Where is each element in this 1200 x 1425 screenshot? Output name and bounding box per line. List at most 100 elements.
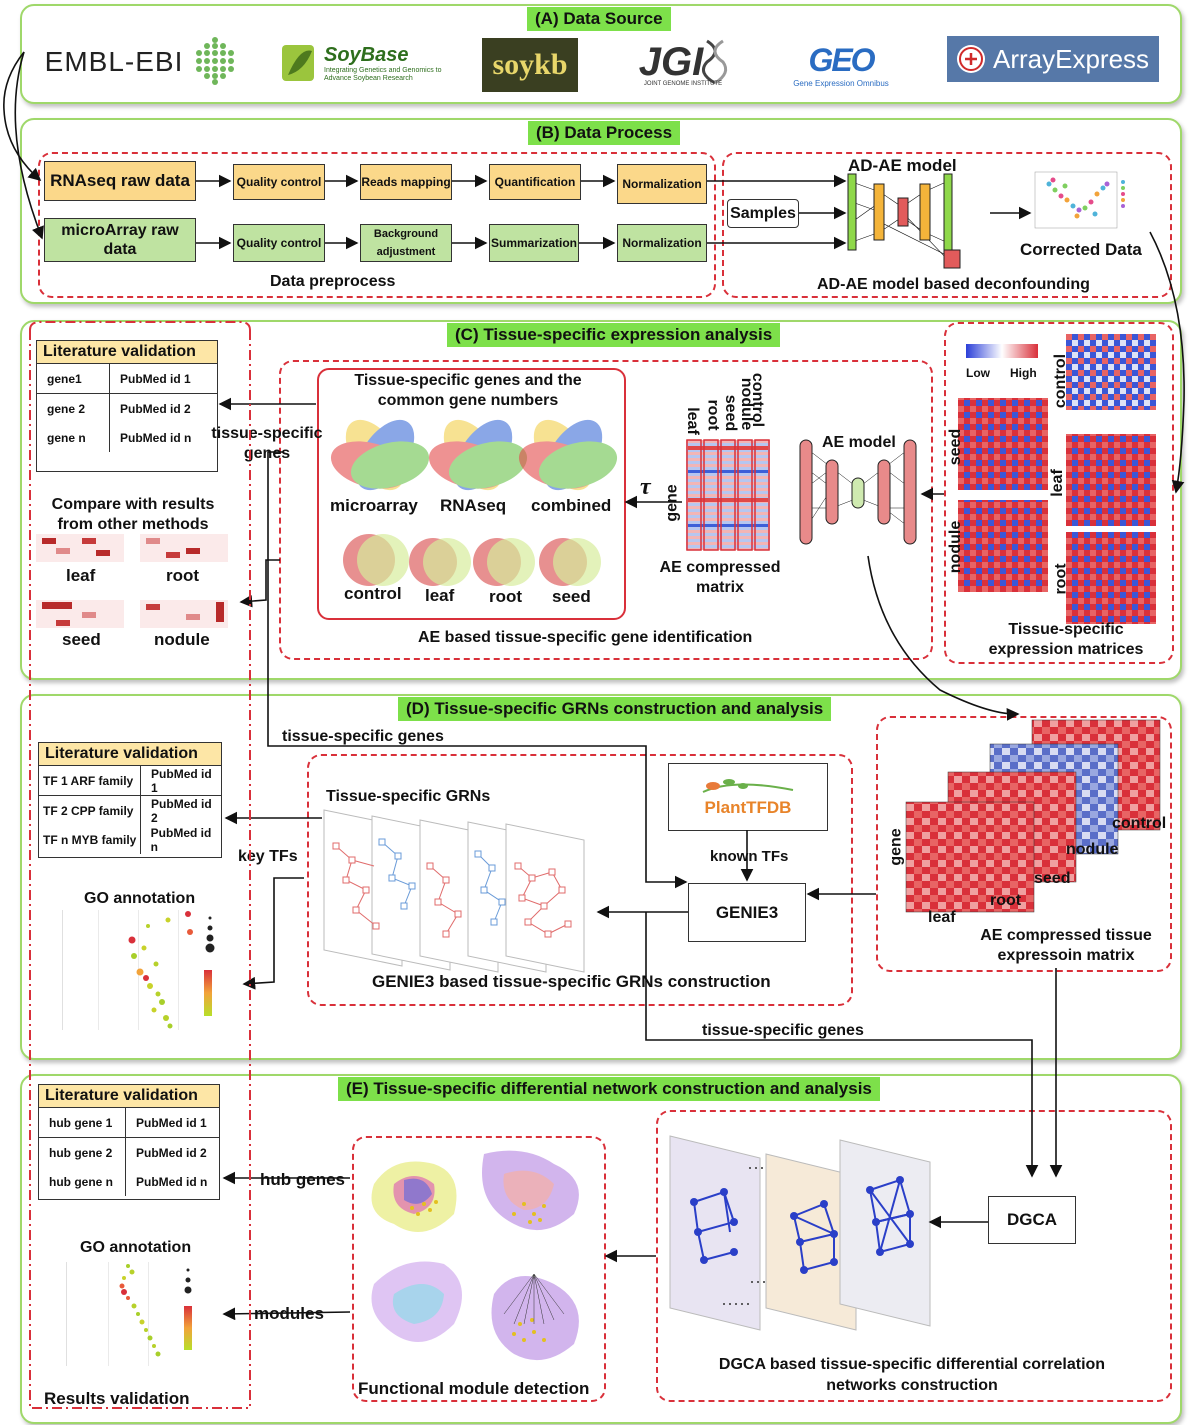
matrices-label: Tissue-specific expression matrices (988, 621, 1144, 658)
geo-text: GEO (808, 42, 875, 78)
go-dotplot-e (66, 1262, 192, 1366)
functional-module-label: Functional module detection (358, 1379, 590, 1398)
stack-nodule-label: nodule (1066, 841, 1119, 858)
rna-step-reads-mapping: Reads mapping (360, 164, 452, 200)
ae-matrix-label: AE compressed matrix (659, 559, 781, 596)
embl-ebi-text: EMBL-EBI (44, 46, 184, 77)
pubmed-cell: PubMed id n (150, 825, 212, 854)
tissue-heatmaps (958, 334, 1156, 624)
microarray-raw-data-box: microArray raw data (44, 218, 196, 262)
data-process-title: (B) Data Process (528, 121, 681, 145)
soybase-subtitle: Integrating Genetics and Genomics to Adv… (324, 66, 442, 82)
stack-seed-label: seed (1034, 870, 1071, 887)
gene-cell: gene n (37, 423, 110, 452)
micro-step-normalization: Normalization (617, 224, 707, 262)
tf-cell: TF n MYB family (39, 825, 141, 854)
functional-module-region (352, 1136, 606, 1402)
col-control-label: control (749, 372, 767, 428)
deconfounding-region (722, 152, 1172, 298)
go-dotplot-d (62, 910, 215, 1030)
legend-low-label: Low (966, 366, 990, 380)
venn-combined-label: combined (531, 496, 612, 515)
grn-title: (D) Tissue-specific GRNs construction an… (398, 697, 832, 721)
jgi-text: JGI (638, 39, 704, 84)
key-tfs-label: key TFs (238, 848, 298, 865)
hub-gene-cell: hub gene n (39, 1167, 126, 1196)
stack-gene-label: gene (887, 828, 905, 866)
gene-cell: gene 2 (37, 394, 110, 423)
compare-nodule-label: nodule (154, 630, 210, 649)
stack-control-label: control (1112, 815, 1167, 832)
heat-root-label: root (1052, 563, 1070, 595)
embl-dots-icon (196, 37, 235, 85)
arrayexpress-icon (957, 45, 985, 73)
legend-high-label: High (1010, 366, 1037, 380)
adae-model-label: AD-AE model (848, 156, 957, 175)
rna-step-quality-control: Quality control (233, 164, 325, 200)
pubmed-cell: PubMed id 2 (151, 796, 212, 825)
venn-title: Tissue-specific genes and the common gen… (354, 372, 582, 409)
rna-step-quantification: Quantification (489, 164, 581, 200)
soybase-logo: SoyBase Integrating Genetics and Genomic… (280, 38, 442, 88)
jgi-logo: JGI JOINT GENOME INSTITUTE (628, 34, 738, 92)
rna-step-normalization: Normalization (617, 164, 707, 204)
color-scale-legend (966, 344, 1038, 358)
functional-modules (371, 1150, 579, 1361)
tau-symbol: τ (640, 474, 651, 500)
hub-genes-label: hub genes (260, 1170, 346, 1189)
pubmed-cell: PubMed id 1 (120, 371, 191, 386)
compare-methods-label: Compare with results from other methods (51, 496, 215, 533)
gene-cell: gene1 (37, 364, 110, 393)
ae-model-network (799, 439, 917, 545)
go-annotation-e-label: GO annotation (80, 1239, 192, 1256)
results-validation-label: Results validation (44, 1389, 190, 1408)
grn-title-label: Tissue-specific GRNs (326, 788, 491, 805)
ae-stack-label: AE compressed tissue expressoin matrix (980, 927, 1152, 964)
venn-seed-label: seed (552, 587, 591, 606)
col-leaf-label: leaf (683, 407, 701, 435)
venn-control-label: control (344, 584, 402, 603)
venn-rnaseq-label: RNAseq (440, 496, 507, 515)
ts-genes-top-label: tissue-specific genes (282, 728, 444, 745)
venn-root-label: root (489, 587, 523, 606)
genie-label: GENIE3 based tissue-specific GRNs constr… (372, 972, 771, 991)
soybase-title: SoyBase (324, 43, 409, 66)
modules-label: modules (254, 1304, 324, 1323)
table-row: gene1 PubMed id 1 (37, 364, 217, 393)
table-row: hub gene n PubMed id n (39, 1167, 219, 1196)
stack-leaf-label: leaf (928, 909, 956, 926)
deconfounding-label: AD-AE model based deconfounding (817, 276, 1090, 293)
pubmed-cell: PubMed id n (120, 430, 192, 445)
table-row: TF n MYB family PubMed id n (39, 825, 221, 854)
geo-logo: GEO Gene Expression Omnibus (786, 40, 896, 90)
arrayexpress-text: ArrayExpress (993, 43, 1150, 74)
tf-cell: TF 1 ARF family (39, 766, 142, 795)
literature-validation-title: Literature validation (37, 341, 217, 364)
venn-microarray-label: microarray (330, 496, 418, 515)
plant-leaf-icon (702, 779, 794, 793)
tissue-expression-title: (C) Tissue-specific expression analysis (447, 323, 781, 347)
data-process-panel (20, 118, 1182, 304)
data-preprocess-label: Data preprocess (270, 273, 396, 290)
ae-model-label: AE model (822, 434, 896, 451)
grn-stack (323, 809, 585, 973)
adae-network-diagram (847, 173, 961, 269)
literature-validation-table-c: Literature validation gene1 PubMed id 1 g… (36, 340, 218, 472)
micro-step-background-adjustment: Background adjustment (360, 224, 452, 262)
rnaseq-raw-data-box: RNAseq raw data (44, 161, 196, 201)
literature-validation-title: Literature validation (39, 743, 221, 766)
ae-stacked-heatmaps (905, 719, 1161, 913)
heat-seed-label: seed (947, 428, 965, 466)
compare-seed-label: seed (62, 630, 101, 649)
planttfdb-logo: PlantTFDB (668, 763, 828, 831)
pubmed-cell: PubMed id n (136, 1174, 208, 1189)
micro-step-summarization: Summarization (489, 224, 579, 262)
ae-identification-label: AE based tissue-specific gene identifica… (418, 629, 753, 646)
ts-genes-arrow-label: tissue-specific genes (211, 425, 323, 462)
soybase-leaf-icon (282, 45, 314, 81)
